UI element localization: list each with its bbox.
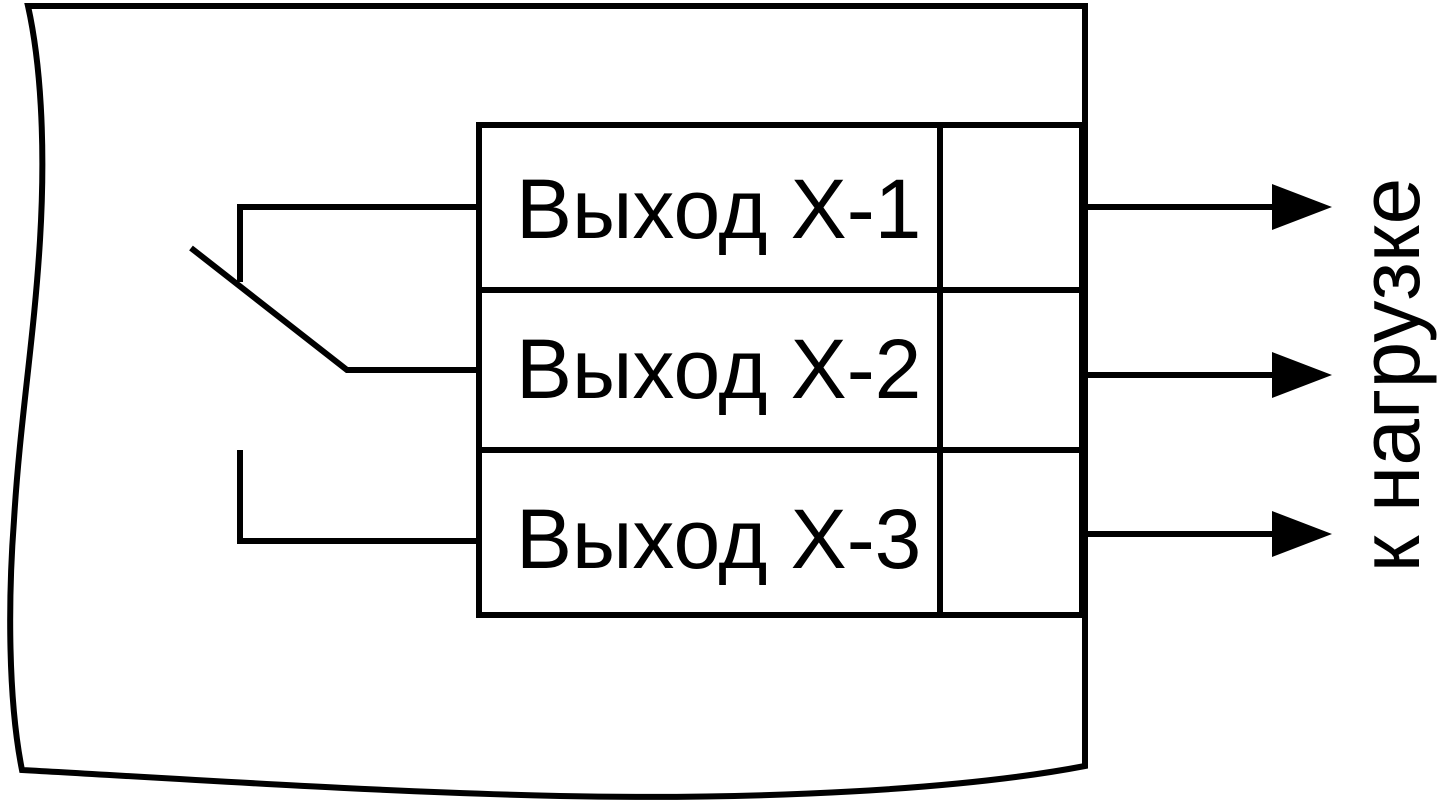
output-label-3: Выход Х-3: [516, 492, 921, 586]
arrow-head-2: [1272, 352, 1332, 398]
contact-wire-3: [237, 450, 479, 544]
terminal-block: Выход Х-1 Выход Х-2 Выход Х-3: [476, 122, 1085, 618]
arrow-head-3: [1272, 511, 1332, 557]
output-label-2: Выход Х-2: [516, 322, 921, 416]
contact-wire-2-common: [189, 245, 479, 373]
load-arrows: [1088, 184, 1332, 557]
device-enclosure: [7, 2, 1088, 800]
contact-wire-1: [237, 204, 479, 282]
output-label-1: Выход Х-1: [516, 162, 921, 256]
load-label: к нагрузке: [1343, 178, 1437, 573]
arrow-head-1: [1272, 184, 1332, 230]
relay-contact: [189, 204, 479, 544]
